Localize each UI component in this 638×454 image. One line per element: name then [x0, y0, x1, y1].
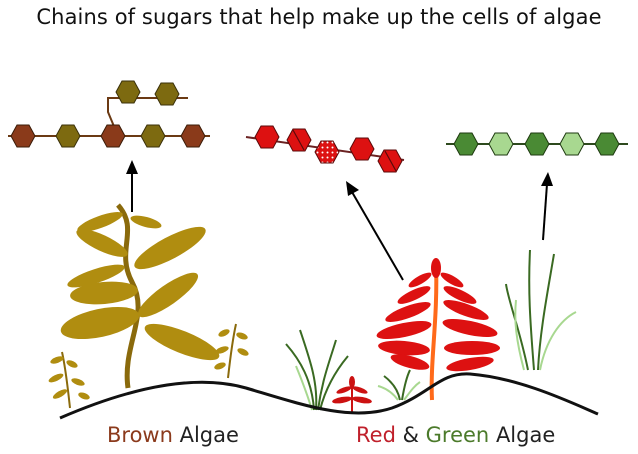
dark-green-sugar-unit [453, 132, 479, 156]
brown-word: Brown [107, 423, 173, 447]
olive-sugar-unit [55, 124, 81, 148]
seafloor-line [59, 372, 599, 420]
light-green-sugar-unit [488, 132, 514, 156]
arrow-green [541, 172, 553, 241]
ampersand: & [395, 423, 426, 447]
brown-sugar-unit [100, 124, 126, 148]
small-brown-algae-left [48, 351, 90, 409]
arrow-brown [126, 160, 138, 212]
olive-sugar-unit [154, 82, 180, 106]
small-red-algae [332, 376, 372, 412]
green-word: Green [425, 423, 490, 447]
dark-green-sugar-unit [594, 132, 620, 156]
seagrass-small [377, 369, 421, 401]
brown-sugar-unit [10, 124, 36, 148]
red-sugar-unit [349, 137, 375, 161]
diagram-title: Chains of sugars that help make up the c… [36, 5, 602, 29]
red-sugar-unit [254, 125, 280, 149]
large-brown-algae [60, 203, 220, 389]
dark-green-sugar-unit [524, 132, 550, 156]
dotted-red-sugar-unit [314, 140, 340, 164]
olive-sugar-unit [115, 80, 141, 104]
red-green-algae-label: Red & Green Algae [356, 423, 555, 447]
olive-sugar-unit [140, 124, 166, 148]
small-brown-algae-right [214, 323, 249, 379]
red-word: Red [356, 423, 396, 447]
algae-word: Algae [179, 423, 239, 447]
large-red-algae [376, 258, 500, 401]
green-sugar-chain [446, 132, 628, 156]
brown-sugar-chain [8, 80, 210, 148]
brown-sugar-unit [180, 124, 206, 148]
algae-word: Algae [495, 423, 556, 447]
light-green-sugar-unit [559, 132, 585, 156]
seagrass-tall [505, 249, 577, 371]
brown-algae-label: Brown Algae [107, 423, 239, 447]
arrow-red [346, 181, 404, 281]
red-sugar-chain [245, 125, 405, 173]
